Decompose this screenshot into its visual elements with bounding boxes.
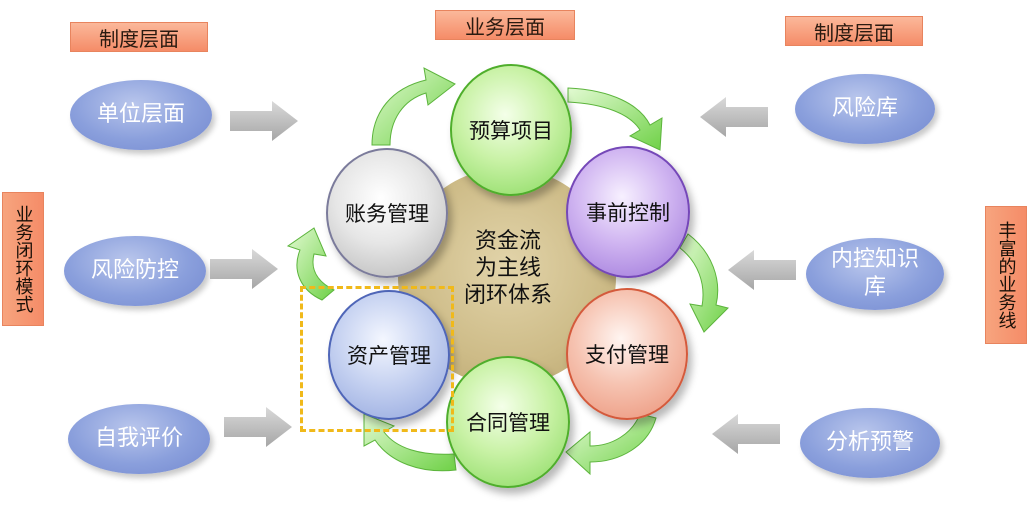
right-side-tag: 丰富的业务线: [985, 206, 1027, 344]
grey-arrow-left-icon: [712, 414, 780, 454]
hub-line-2: 为主线: [474, 256, 541, 281]
cycle-arrow-4-icon: [565, 413, 657, 476]
grey-arrow-right-icon: [210, 249, 278, 289]
grey-arrow-left-icon: [700, 97, 768, 137]
cycle-arrow-1-icon: [371, 67, 456, 146]
right-item-knowledge-base: 内控知识库: [806, 238, 944, 310]
node-budget-project: 预算项目: [450, 64, 572, 196]
hub-line-3: 闭环体系: [463, 283, 552, 308]
left-item-unit-level: 单位层面: [70, 80, 212, 150]
grey-arrow-right-icon: [224, 407, 292, 447]
left-item-risk-control: 风险防控: [64, 236, 206, 306]
cycle-arrow-2-icon: [567, 87, 663, 151]
node-payment-management: 支付管理: [566, 288, 688, 420]
left-side-tag: 业务闭环模式: [2, 192, 44, 326]
node-pre-control: 事前控制: [566, 146, 690, 278]
node-asset-management: 资产管理: [328, 290, 450, 420]
dashed-highlight-box: [300, 286, 454, 432]
right-item-analysis-warning: 分析预警: [800, 408, 940, 478]
hub-line-1: 资金流: [474, 229, 541, 254]
hub-text: 资金流 为主线 闭环体系: [448, 228, 568, 309]
right-header-tag: 制度层面: [785, 16, 923, 46]
node-contract-management: 合同管理: [446, 356, 570, 488]
left-header-tag: 制度层面: [70, 22, 208, 52]
cycle-arrow-6-icon: [286, 227, 335, 301]
grey-arrow-left-icon: [728, 250, 796, 290]
cycle-arrow-3-icon: [679, 233, 729, 333]
right-item-risk-library: 风险库: [795, 74, 935, 144]
center-header-tag: 业务层面: [435, 10, 575, 40]
grey-arrow-right-icon: [230, 101, 298, 141]
node-accounting-management: 账务管理: [326, 148, 448, 278]
left-item-self-evaluation: 自我评价: [68, 404, 210, 474]
